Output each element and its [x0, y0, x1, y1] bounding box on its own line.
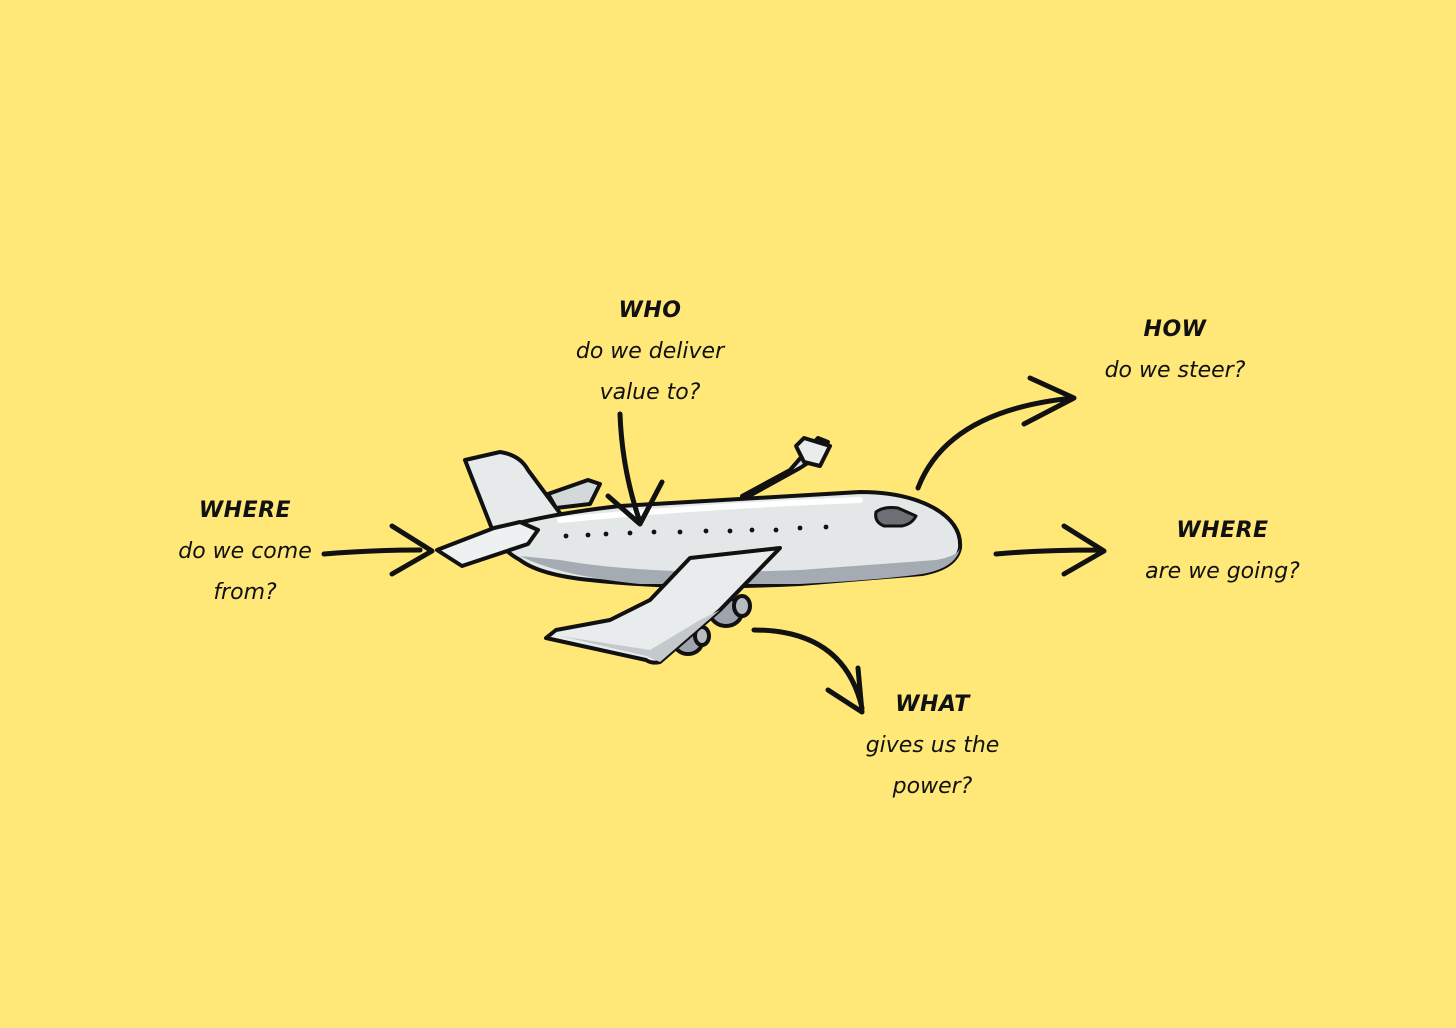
arrows	[321, 375, 1107, 715]
far-winglet	[794, 436, 832, 468]
arrow-into-tail	[321, 523, 435, 577]
far-stabilizer	[546, 478, 602, 510]
who-line-1: do we deliver	[575, 339, 725, 364]
where-to-heading: WHERE	[1176, 518, 1269, 543]
label-how: HOW do we steer?	[1090, 309, 1260, 391]
label-who: WHO do we deliver value to?	[555, 290, 745, 413]
label-where-from: WHERE do we come from?	[170, 490, 320, 613]
label-where-to: WHERE are we going?	[1135, 510, 1310, 592]
where-from-line-1: do we come	[178, 539, 312, 564]
label-what: WHAT gives us the power?	[845, 684, 1020, 807]
what-line-1: gives us the	[865, 733, 1000, 758]
where-from-heading: WHERE	[198, 498, 292, 523]
near-wing-shade	[560, 610, 720, 662]
where-from-line-2: from?	[213, 580, 277, 605]
curved-arrow-up-from-nose	[915, 375, 1077, 491]
how-heading: HOW	[1143, 317, 1207, 342]
arrow-ahead-of-nose	[993, 523, 1107, 577]
airplane-illustration	[435, 436, 963, 665]
how-line-1: do we steer?	[1104, 358, 1246, 383]
where-to-line-1: are we going?	[1145, 559, 1300, 584]
cabin-windows	[563, 524, 829, 539]
near-stabilizer	[435, 520, 540, 568]
arrow-down-into-cabin	[605, 411, 665, 527]
what-line-2: power?	[892, 774, 973, 799]
who-heading: WHO	[618, 298, 682, 323]
curved-arrow-down-from-engine	[751, 627, 865, 715]
fuselage-highlight	[557, 497, 863, 523]
fuselage-shadow	[520, 548, 960, 584]
what-heading: WHAT	[895, 692, 970, 717]
who-line-2: value to?	[599, 380, 701, 405]
cockpit-window	[874, 506, 918, 528]
tail-fin	[463, 450, 570, 536]
